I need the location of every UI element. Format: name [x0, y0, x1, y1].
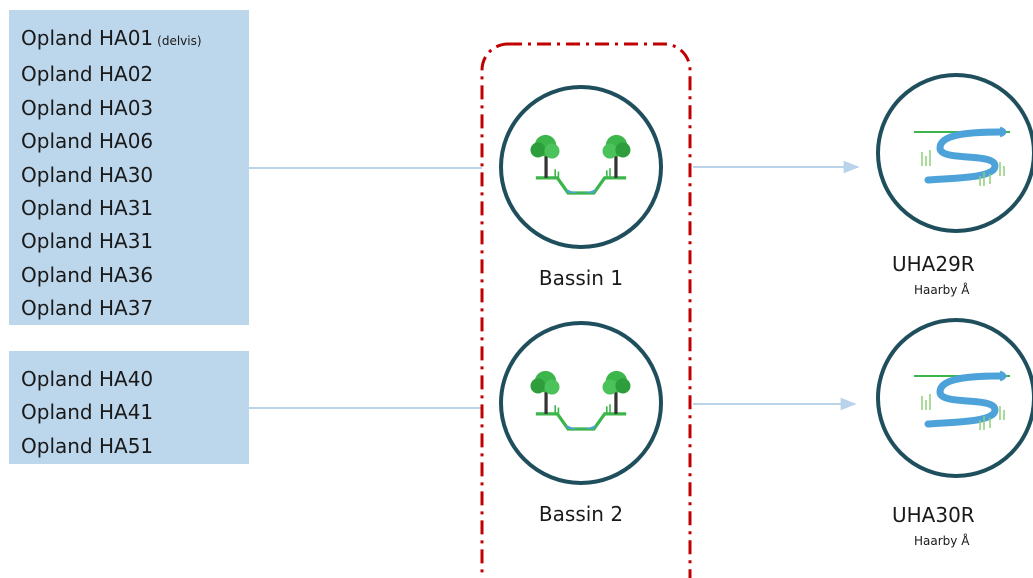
catchment-item: Opland HA03	[21, 95, 154, 120]
basin-1-node	[499, 85, 663, 249]
basin-2-label: Bassin 2	[538, 502, 624, 526]
catchment-item: Opland HA37	[21, 296, 154, 321]
catchment-item: Opland HA36	[21, 262, 154, 287]
receiver-uha30r-code: UHA30R	[892, 503, 975, 527]
receiver-uha29r-code: UHA29R	[892, 252, 975, 276]
receiver-uha30r-name: Haarby Å	[914, 534, 970, 548]
receiver-uha30r-node	[876, 318, 1033, 478]
catchment-item: Opland HA51	[21, 433, 154, 458]
receiver-uha29r-node	[876, 73, 1033, 233]
catchment-item: Opland HA31	[21, 196, 154, 221]
basin-group-enclosure	[480, 42, 692, 578]
catchment-item: Opland HA30	[21, 162, 154, 187]
catchment-item: Opland HA01(delvis)	[21, 26, 202, 50]
catchment-item: Opland HA02	[21, 62, 154, 87]
catchment-group-2: Opland HA40 Opland HA41 Opland HA51	[9, 351, 249, 464]
basin-1-label: Bassin 1	[538, 266, 624, 290]
catchment-group-1: Opland HA01(delvis) Opland HA02 Opland H…	[9, 10, 249, 325]
catchment-item: Opland HA40	[21, 367, 154, 391]
catchment-note: (delvis)	[157, 34, 202, 48]
catchment-item: Opland HA06	[21, 129, 154, 154]
receiver-uha29r-name: Haarby Å	[914, 283, 970, 297]
catchment-item: Opland HA31	[21, 229, 154, 254]
catchment-item: Opland HA41	[21, 400, 154, 425]
basin-2-node	[499, 321, 663, 485]
